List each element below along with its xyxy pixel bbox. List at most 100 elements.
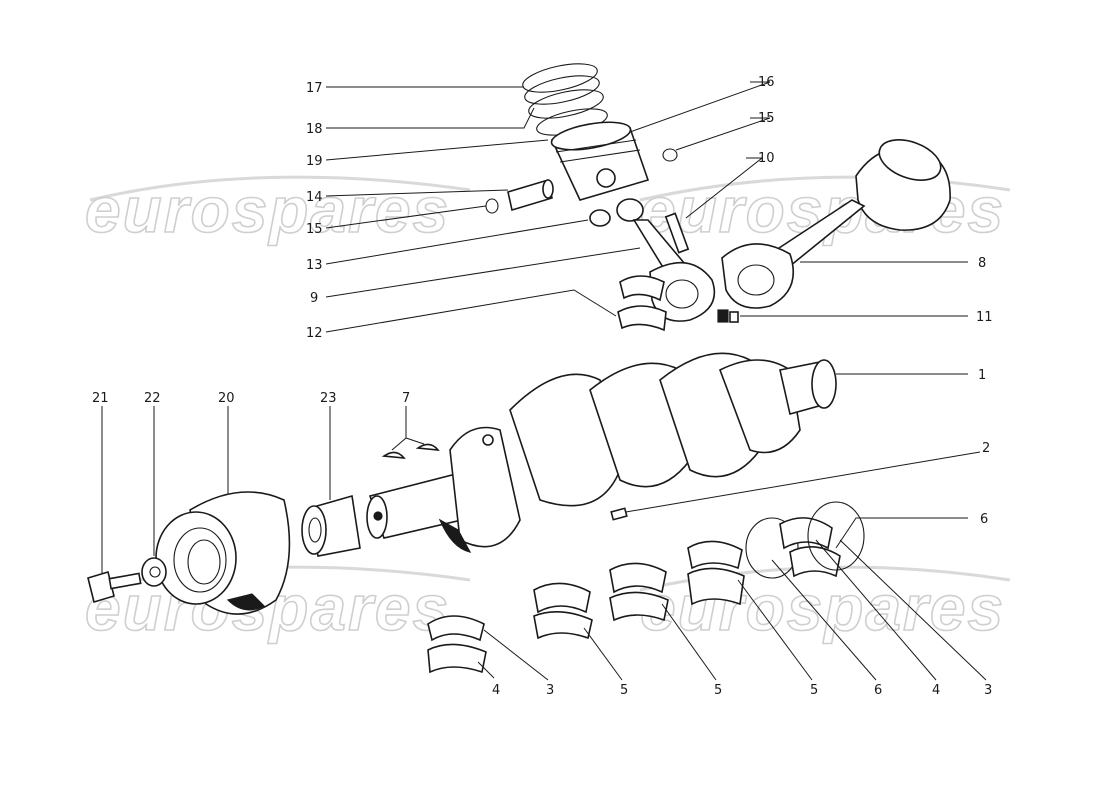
callout-17: 17: [306, 81, 323, 96]
crankshaft-1: [366, 352, 837, 553]
rod-shell-upper: [619, 275, 665, 302]
bolt-21: [87, 570, 142, 604]
rod-small-end: [616, 198, 644, 222]
piston-ring-18b: [528, 89, 604, 119]
callout-4-right: 4: [932, 683, 940, 698]
piston-groove-1: [555, 139, 637, 153]
bearing-5b-lower: [609, 591, 669, 622]
rod-bearing-shells-12: [617, 275, 667, 332]
rod-nut-11: [717, 309, 739, 323]
piston-pin-14: [507, 178, 554, 212]
leader-16: [629, 81, 771, 133]
leader-6b: [771, 559, 877, 681]
pulley-inner-ring: [173, 527, 227, 593]
pulley-20: [155, 491, 291, 615]
leader-5b: [661, 603, 717, 681]
leader-3a: [483, 629, 549, 681]
leader-5c: [737, 579, 813, 681]
piston-rod-assembly-8: [721, 139, 951, 309]
callout-15-right: 15: [758, 111, 775, 126]
leader-9: [325, 247, 641, 298]
callout-4-left: 4: [492, 683, 500, 698]
callout-11: 11: [976, 310, 993, 325]
leader-14: [325, 189, 509, 197]
circlip-15-right: [662, 148, 678, 162]
piston-ring-17: [522, 63, 598, 93]
leader-5a: [583, 627, 623, 681]
bearing-shells: [427, 501, 865, 674]
piston-ring-18a: [524, 75, 600, 105]
washer-hole: [149, 566, 161, 578]
leader-7a: [391, 406, 407, 451]
leader-15a: [325, 205, 487, 229]
callout-3-right: 3: [984, 683, 992, 698]
piston-pin: [507, 178, 553, 212]
gear-face: [301, 505, 327, 555]
assembled-rod-bore: [737, 264, 775, 296]
callout-8: 8: [978, 256, 986, 271]
small-end-bush-13: [589, 209, 611, 227]
pulley-bore: [187, 539, 221, 585]
assembled-rod-big-end: [721, 243, 794, 309]
callout-6-bottom: 6: [874, 683, 882, 698]
piston-groove-2: [559, 149, 641, 163]
callout-10: 10: [758, 151, 775, 166]
leader-6a: [835, 517, 968, 549]
rod-bolt-10: [664, 212, 690, 254]
crank-oil-hole: [482, 434, 494, 446]
callout-13: 13: [306, 258, 323, 273]
washer-22: [141, 557, 167, 587]
leader-7b: [405, 437, 425, 445]
rod-big-end-bore: [665, 279, 699, 309]
piston-pin-boss: [596, 168, 616, 188]
callout-18: 18: [306, 122, 323, 137]
bearing-3-upper: [427, 615, 485, 642]
leader-12: [325, 289, 617, 333]
callout-6-right: 6: [980, 512, 988, 527]
bearing-5c-upper: [687, 540, 743, 570]
dowel-pin-2: [610, 507, 628, 521]
pulley-face: [155, 511, 237, 605]
watermark-swoosh-1: [89, 175, 471, 202]
callout-5-third: 5: [810, 683, 818, 698]
callout-12: 12: [306, 326, 323, 341]
rod-nut-a: [717, 309, 729, 323]
rod-nut-b: [729, 311, 739, 323]
watermark-swoosh-2: [639, 175, 1011, 202]
crank-flange: [811, 359, 837, 409]
leader-lines: [101, 81, 987, 681]
callout-15-left: 15: [306, 222, 323, 237]
leader-18: [326, 107, 535, 129]
assembled-piston-crown: [878, 139, 942, 181]
thrust-washer-6-rear: [807, 501, 865, 571]
connecting-rod-9: [616, 198, 716, 322]
bearing-5a-upper: [533, 582, 591, 614]
watermark-1: eurospares: [85, 174, 450, 246]
bolt-shank: [108, 572, 142, 590]
woodruff-key-a: [381, 451, 406, 459]
woodruff-key-b: [415, 443, 440, 451]
callout-23: 23: [320, 391, 337, 406]
leader-2: [625, 451, 981, 513]
crank-shadow: [438, 518, 472, 553]
bearing-3-rear: [789, 546, 841, 578]
callout-3-left: 3: [546, 683, 554, 698]
callout-5-second: 5: [714, 683, 722, 698]
bearing-5c-lower: [687, 567, 745, 606]
callout-1: 1: [978, 368, 986, 383]
crank-web-1: [449, 426, 521, 548]
leader-3b: [839, 539, 987, 681]
crank-nose-hole: [373, 511, 383, 521]
piston-main: [550, 121, 650, 201]
leader-4a: [477, 661, 495, 679]
callout-2: 2: [982, 441, 990, 456]
callout-labels: 17 18 19 14 15 13 9 12 16 15 10 8 11 1 2…: [92, 75, 993, 698]
callout-21: 21: [92, 391, 109, 406]
leader-13: [325, 219, 589, 265]
piston-pin-end: [542, 179, 554, 199]
bolt-head: [87, 570, 115, 604]
timing-gear-23: [301, 494, 361, 557]
leader-15b: [675, 117, 771, 151]
